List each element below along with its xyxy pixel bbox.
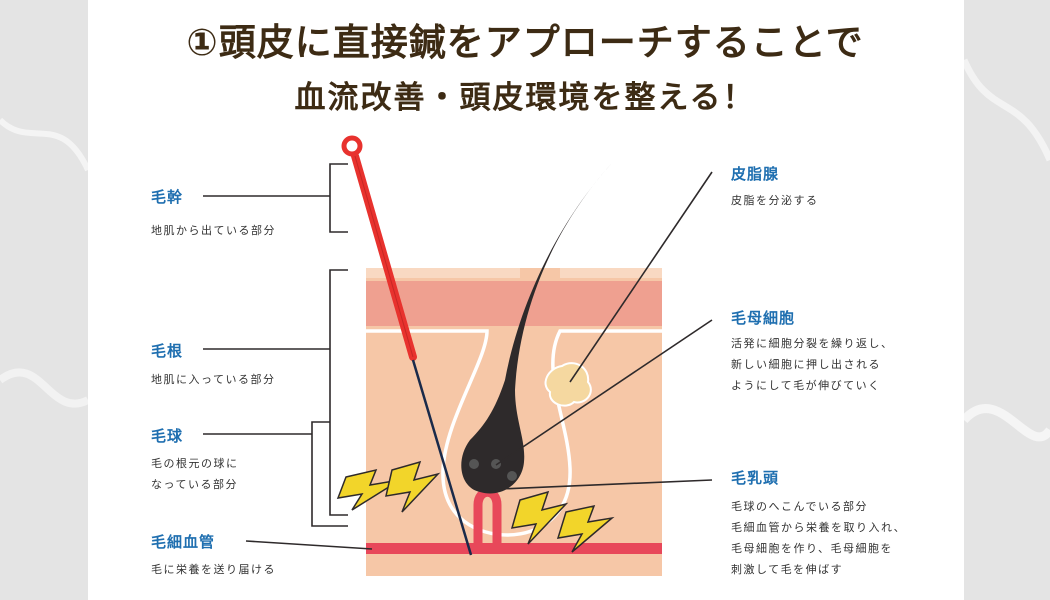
skin-top-band-right — [560, 268, 662, 278]
sebaceous-gland — [544, 362, 592, 407]
capillary-vessel — [366, 543, 662, 554]
desc-line: 毛球のへこんでいる部分 — [731, 500, 868, 513]
desc-matrix-cell: 活発に細胞分裂を繰り返し、 新しい細胞に押し出される ようにして毛が伸びていく — [731, 333, 894, 396]
desc-line: 活発に細胞分裂を繰り返し、 — [731, 337, 894, 350]
desc-hair-root: 地肌に入っている部分 — [151, 369, 275, 390]
page-subtitle: 血流改善・頭皮環境を整える！ — [294, 80, 756, 116]
matrix-cell-dot — [507, 471, 517, 481]
desc-line: 毛細血管から栄養を取り入れ、 — [731, 521, 907, 534]
desc-line: なっている部分 — [151, 478, 238, 491]
needle-handle-ring — [341, 135, 363, 157]
label-dermal-papilla: 毛乳頭 — [731, 469, 780, 487]
desc-line: 毛の根元の球に — [151, 457, 239, 470]
spark-bolt — [556, 504, 615, 553]
left-leader-lines — [203, 163, 373, 550]
label-capillary: 毛細血管 — [151, 533, 216, 551]
needle-handle-outline — [354, 155, 414, 358]
label-sebaceous-gland: 皮脂腺 — [731, 165, 780, 183]
label-hair-shaft: 毛幹 — [151, 188, 184, 206]
label-matrix-cell: 毛母細胞 — [731, 309, 796, 327]
desc-line: 地肌から出ている部分 — [151, 224, 276, 237]
hair-strand — [461, 163, 612, 494]
right-leader-lines — [495, 171, 713, 490]
skin-top-band-left — [366, 268, 520, 278]
page-title: ①頭皮に直接鍼をアプローチすることで — [186, 21, 864, 64]
spark-bolt — [336, 468, 401, 511]
spark-bolt — [510, 490, 569, 545]
desc-line: 新しい細胞に押し出される — [731, 358, 881, 371]
desc-line: 毛母細胞を作り、毛母細胞を — [731, 542, 894, 555]
follicle-sheath — [366, 329, 662, 537]
matrix-cell-dot — [469, 459, 479, 469]
spark-bolt — [385, 460, 441, 513]
desc-line: ようにして毛が伸びていく — [731, 379, 881, 392]
desc-line: 地肌に入っている部分 — [151, 373, 276, 386]
desc-line: 皮脂を分泌する — [731, 194, 819, 207]
desc-dermal-papilla: 毛球のへこんでいる部分 毛細血管から栄養を取り入れ、 毛母細胞を作り、毛母細胞を… — [731, 496, 906, 580]
matrix-cell-dot — [491, 459, 501, 469]
label-hair-bulb: 毛球 — [151, 427, 184, 445]
needle-shaft — [411, 359, 473, 556]
desc-sebaceous-gland: 皮脂を分泌する — [731, 190, 819, 211]
desc-line: 毛に栄養を送り届ける — [151, 563, 276, 576]
label-hair-root: 毛根 — [151, 342, 184, 360]
desc-line: 刺激して毛を伸ばす — [731, 563, 844, 576]
epidermis-band — [366, 281, 662, 326]
desc-hair-bulb: 毛の根元の球に なっている部分 — [151, 453, 239, 495]
desc-capillary: 毛に栄養を送り届ける — [151, 559, 276, 580]
desc-hair-shaft: 地肌から出ている部分 — [151, 220, 276, 241]
